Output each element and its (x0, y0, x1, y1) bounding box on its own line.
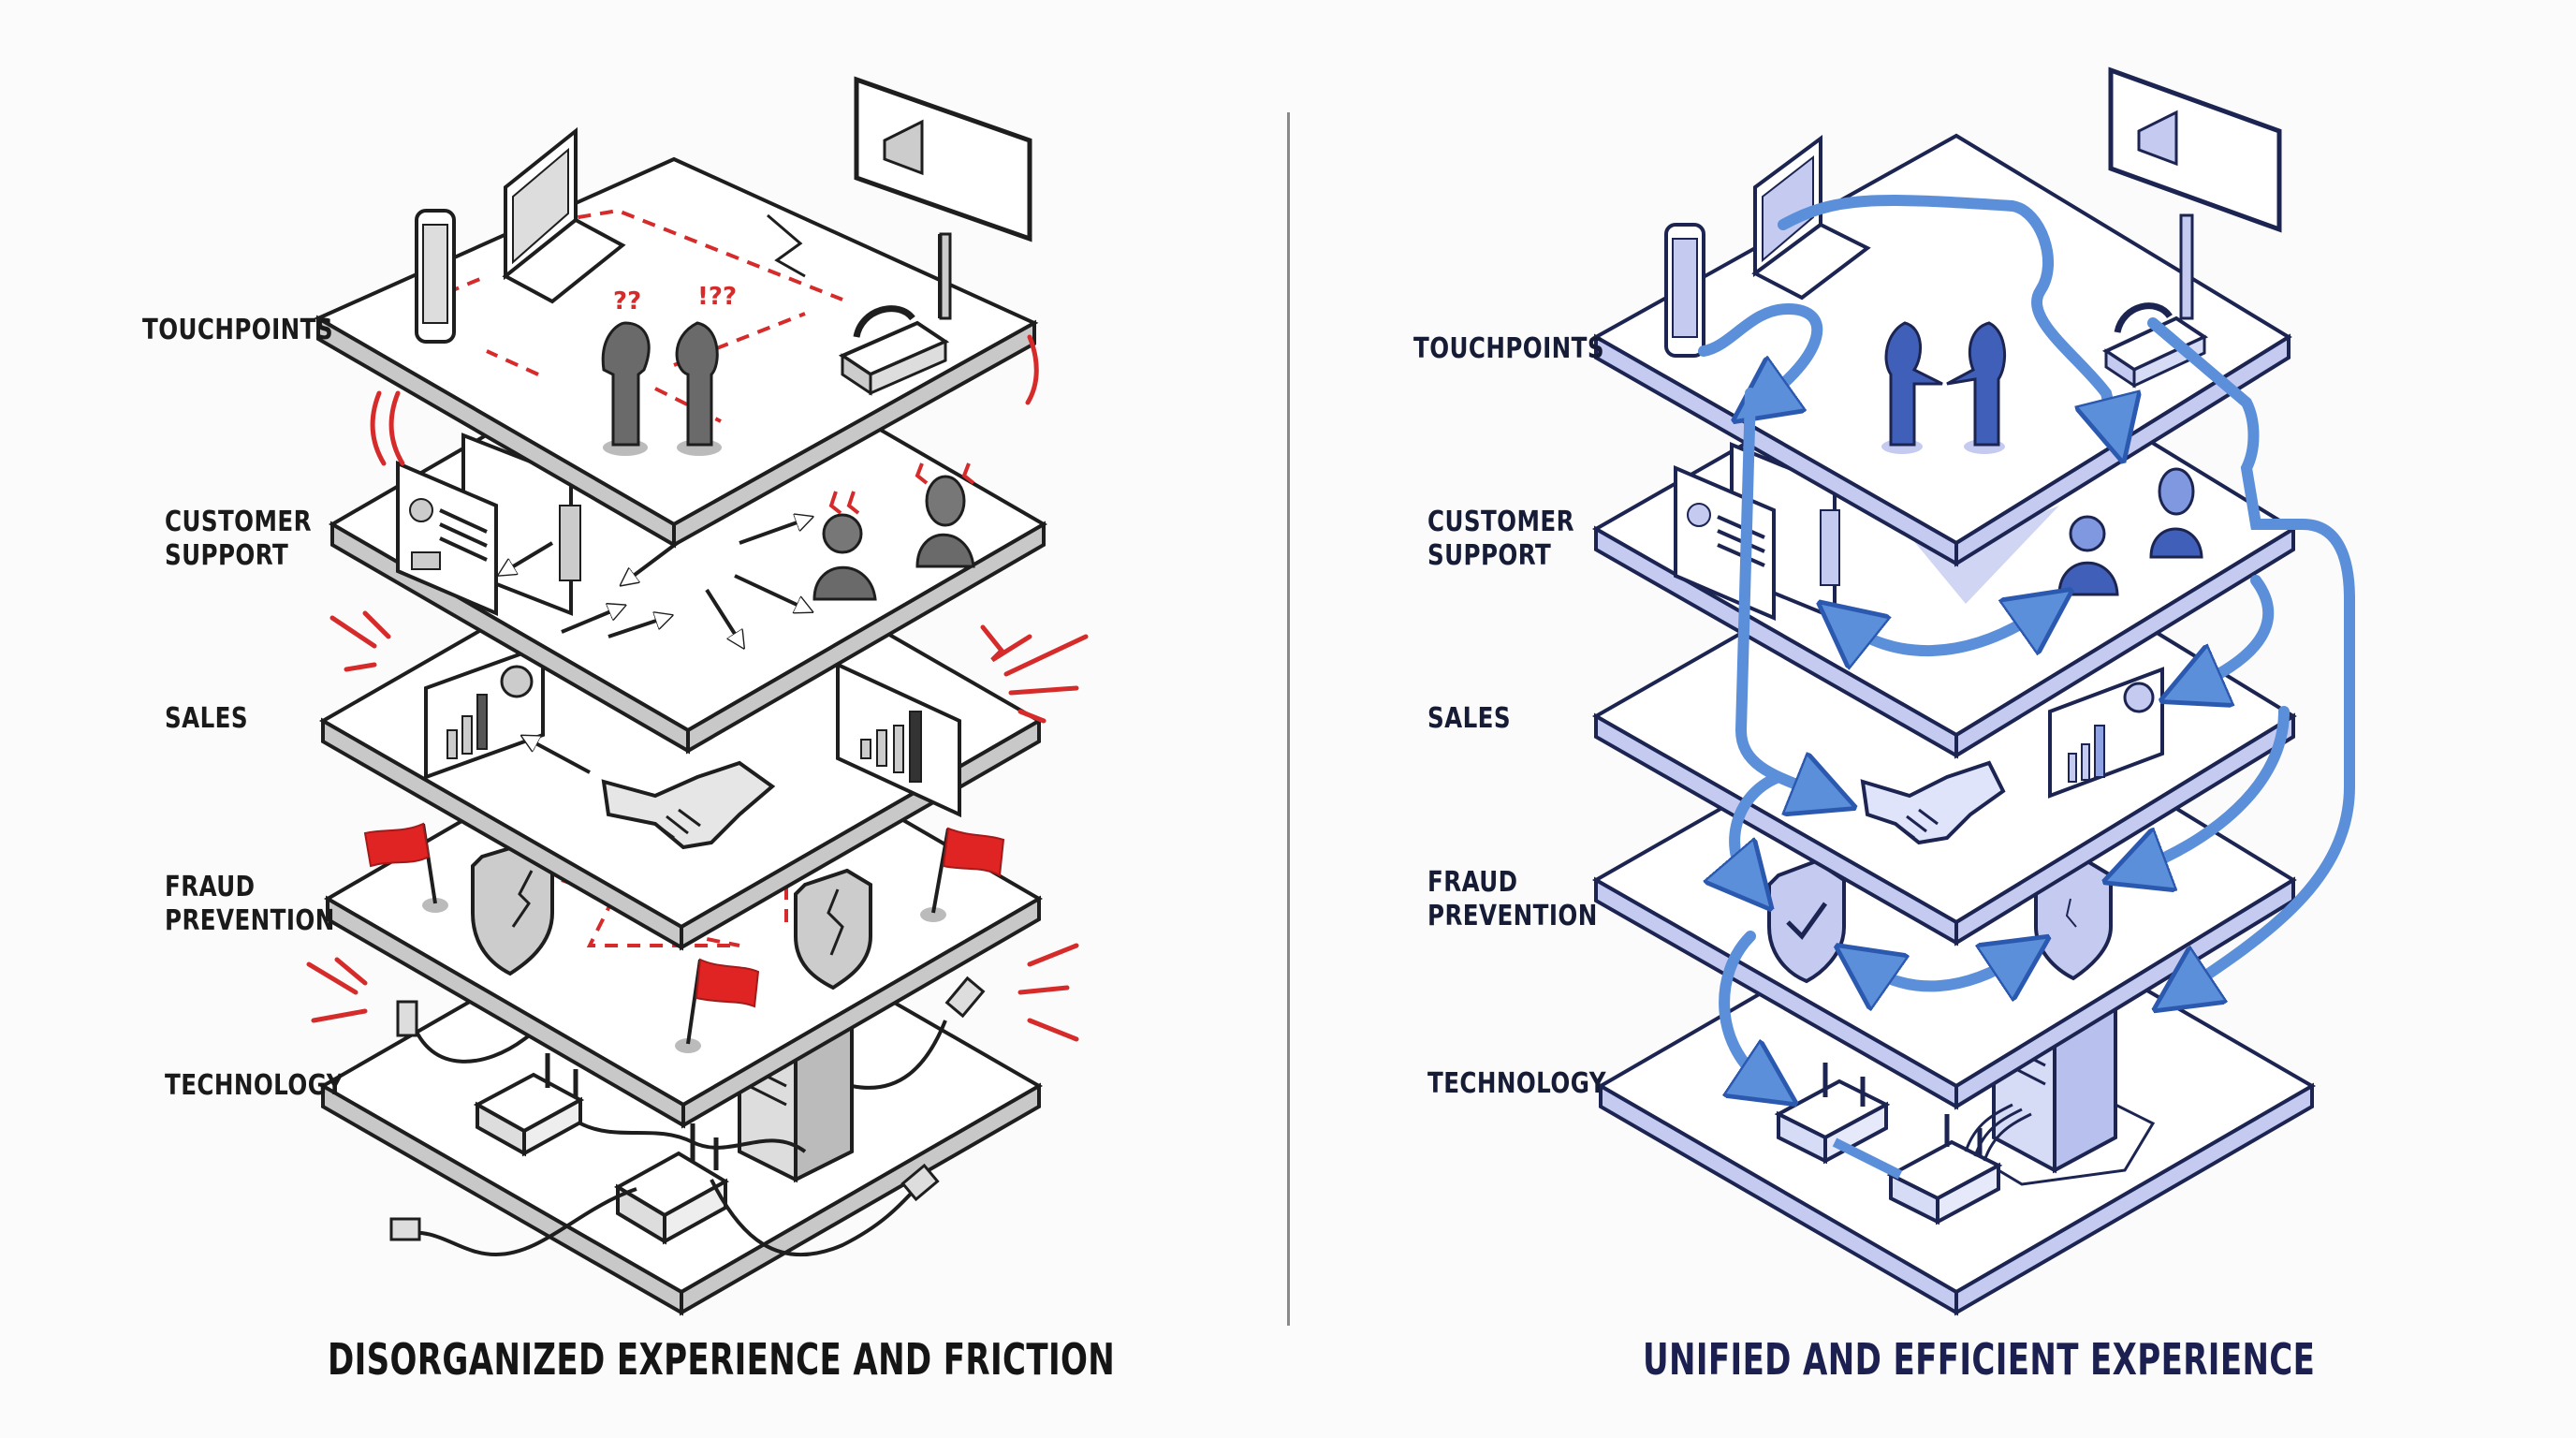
router-icon (613, 1123, 730, 1245)
right-label-customer-support: CUSTOMER SUPPORT (1427, 506, 1574, 572)
bar-chart-board-icon (424, 643, 545, 780)
left-stack: ?? !?? (306, 76, 1089, 1316)
smartphone-icon (415, 209, 456, 344)
right-label-touchpoints: TOUCHPOINTS (1413, 332, 1605, 365)
confused-people-icon (601, 321, 722, 456)
exclamation-question-marks: !?? (697, 283, 737, 311)
left-label-technology: TECHNOLOGY (165, 1069, 344, 1102)
crm-windows-icon (1674, 442, 1840, 622)
billboard-megaphone-icon (2108, 66, 2282, 320)
right-label-sales: SALES (1427, 702, 1512, 735)
frustrated-agents-icon (812, 475, 975, 601)
scattered-arrow-icon (529, 740, 591, 774)
right-stack (1591, 66, 2355, 1316)
desk-phone-icon (838, 305, 950, 396)
loose-cable-icon (389, 976, 986, 1241)
left-label-touchpoints: TOUCHPOINTS (142, 314, 334, 346)
laptop-icon (1751, 135, 1871, 301)
handshake-icon (1860, 760, 2006, 845)
left-caption: DISORGANIZED EXPERIENCE AND FRICTION (328, 1334, 1116, 1385)
red-flag-icon (920, 827, 1005, 922)
red-flag-icon (363, 822, 448, 913)
bar-chart-board-icon (2048, 667, 2164, 799)
cracked-shield-icon (471, 840, 554, 976)
left-label-fraud-prevention: FRAUD PREVENTION (165, 871, 335, 937)
double-arrow-icon (1863, 955, 2022, 986)
bar-chart-board-icon (836, 661, 961, 818)
crm-windows-icon (396, 433, 581, 617)
handshake-people-icon (1881, 321, 2007, 454)
stress-marks-icon (828, 462, 975, 515)
double-arrow-icon (1844, 609, 2045, 651)
right-label-fraud-prevention: FRAUD PREVENTION (1427, 866, 1598, 932)
check-shield-icon (1767, 858, 1846, 984)
smartphone-icon (1664, 223, 1705, 358)
right-caption: UNIFIED AND EFFICIENT EXPERIENCE (1643, 1334, 2316, 1385)
left-platform-touchpoints: ?? !?? (314, 76, 1039, 549)
router-link (1832, 1137, 1903, 1180)
right-label-technology: TECHNOLOGY (1427, 1067, 1607, 1100)
unified-flow-arrows (1698, 195, 2355, 1086)
handshake-icon (601, 760, 776, 850)
red-flag-icon (675, 958, 760, 1053)
left-label-customer-support: CUSTOMER SUPPORT (165, 506, 312, 572)
friction-marks-icon (306, 334, 1089, 1042)
cracked-shield-icon (794, 868, 872, 990)
organized-cables (1964, 1103, 2156, 1186)
router-icon (473, 1053, 585, 1157)
billboard-megaphone-icon (854, 76, 1032, 320)
left-label-sales: SALES (165, 702, 249, 735)
question-marks: ?? (613, 287, 641, 315)
panel-divider (1287, 112, 1290, 1326)
router-icon (1774, 1063, 1891, 1165)
laptop-icon (502, 126, 626, 304)
